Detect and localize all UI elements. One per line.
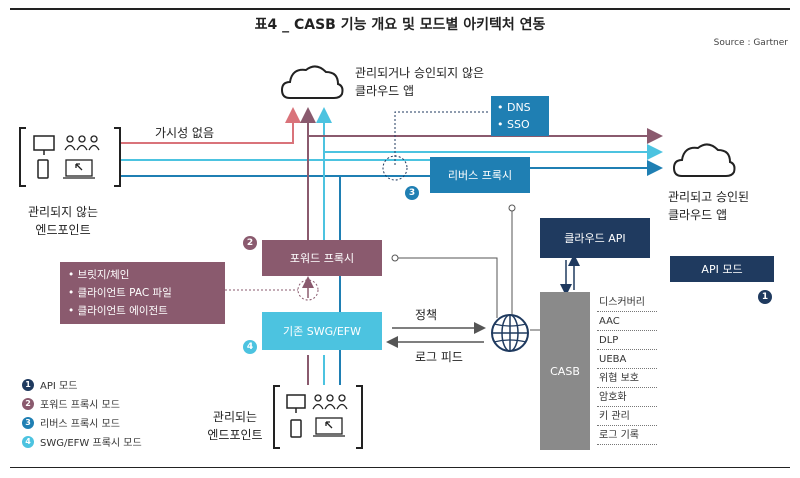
managed-endpoint-icon xyxy=(273,385,363,449)
casb-function: 키 관리 xyxy=(597,407,657,426)
unmanaged-cloud-label: 관리되거나 승인되지 않은 클라우드 앱 xyxy=(355,66,485,98)
casb-function: 암호화 xyxy=(597,388,657,407)
globe-icon xyxy=(491,314,529,352)
log-feed-label: 로그 피드 xyxy=(415,350,463,364)
swg-badge: 4 xyxy=(243,340,257,354)
forward-option-bridge: • 브릿지/체인 xyxy=(68,269,130,281)
cloud-api-box: 클라우드 API xyxy=(540,218,650,258)
managed-endpoint-label: 관리되는 엔드포인트 xyxy=(207,410,263,442)
reverse-proxy-badge: 3 xyxy=(405,186,419,200)
title-top-rule xyxy=(10,8,790,10)
casb-function: AAC xyxy=(597,312,657,331)
cloud-icon-managed xyxy=(672,143,736,177)
forward-options-box: • 브릿지/체인 • 클라이언트 PAC 파일 • 클라이언트 에이전트 xyxy=(60,262,225,324)
unmanaged-endpoint-label: 관리되지 않는 엔드포인트 xyxy=(28,205,99,237)
bottom-rule xyxy=(10,467,790,468)
cloud-icon-unmanaged xyxy=(280,65,344,99)
dns-sso-box: • DNS • SSO xyxy=(491,96,549,136)
swg-box: 기존 SWG/EFW xyxy=(262,312,382,350)
reverse-proxy-box: 리버스 프록시 xyxy=(430,157,530,193)
sso-label: • SSO xyxy=(497,118,530,131)
casb-box: CASB xyxy=(540,292,590,450)
forward-proxy-box: 포워드 프록시 xyxy=(262,240,382,276)
forward-option-pac: • 클라이언트 PAC 파일 xyxy=(68,287,172,299)
managed-cloud-label: 관리되고 승인된 클라우드 앱 xyxy=(668,190,750,222)
casb-function: UEBA xyxy=(597,350,657,369)
api-mode-badge: 1 xyxy=(758,290,772,304)
policy-label: 정책 xyxy=(415,308,438,322)
forward-option-agent: • 클라이언트 에이전트 xyxy=(68,305,168,317)
visibility-none-label: 가시성 없음 xyxy=(155,126,215,140)
dns-label: • DNS xyxy=(497,101,531,114)
unmanaged-endpoint-icon xyxy=(19,127,121,187)
diagram-title: 표4 _ CASB 기능 개요 및 모드별 아키텍처 연동 xyxy=(254,17,546,33)
forward-proxy-badge: 2 xyxy=(243,236,257,250)
casb-function: DLP xyxy=(597,331,657,350)
casb-function: 위협 보호 xyxy=(597,369,657,388)
source-credit: Source : Gartner xyxy=(713,38,788,48)
api-mode-box: API 모드 xyxy=(670,256,774,282)
flow-unmanaged-to-cloud xyxy=(120,107,301,144)
casb-function: 로그 기록 xyxy=(597,426,657,445)
casb-function: 디스커버리 xyxy=(597,293,657,312)
